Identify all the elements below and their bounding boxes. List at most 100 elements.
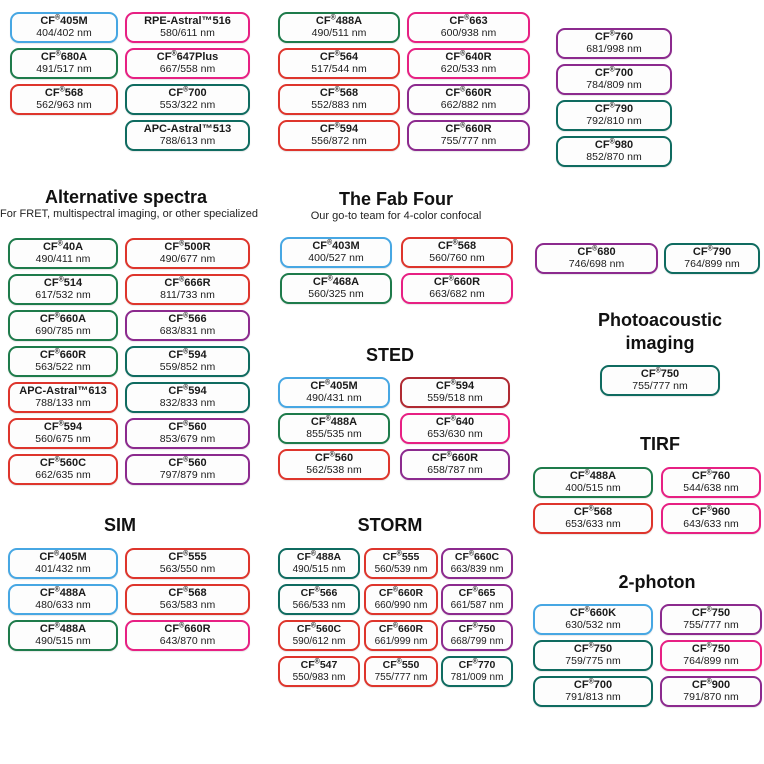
dye-wavelengths: 620/533 nm [440, 62, 497, 75]
dye-name: CF®700 [168, 86, 207, 100]
dye-wavelengths: 855/535 nm [306, 427, 362, 440]
dye-wavelengths: 788/133 nm [35, 396, 91, 409]
dye-name: APC-Astral™513 [143, 123, 232, 136]
dye-wavelengths: 401/432 nm [35, 562, 91, 575]
dye-name: CF®680 [577, 245, 616, 259]
dye-wavelengths: 653/633 nm [565, 517, 621, 530]
dye-wavelengths: 617/532 nm [35, 288, 91, 301]
dye-name: CF®566 [168, 312, 207, 326]
dye-wavelengths: 491/517 nm [36, 62, 92, 75]
dye-name: CF®488A [310, 415, 358, 429]
dye-wavelengths: 600/938 nm [440, 26, 497, 39]
dye-name: CF®594 [435, 379, 475, 393]
dye-wavelengths: 781/009 nm [450, 671, 504, 683]
dye-name: CF®488A [296, 550, 342, 564]
dye-wavelengths: 784/809 nm [586, 78, 642, 91]
dye-name: CF®750 [573, 642, 613, 656]
dye-wavelengths: 853/679 nm [159, 432, 216, 445]
dye-wavelengths: 517/544 nm [311, 62, 367, 75]
dye-name: APC-Astral™613 [19, 385, 107, 398]
dye-wavelengths: 764/899 nm [684, 257, 740, 270]
dye-wavelengths: 580/611 nm [160, 26, 215, 39]
dye-wavelengths: 400/515 nm [565, 481, 621, 494]
dye-name: CF®566 [300, 586, 338, 600]
dye-name: CF®560 [314, 451, 354, 465]
dye-wavelengths: 661/999 nm [374, 635, 428, 647]
dye-wavelengths: 759/775 nm [565, 654, 621, 667]
dye-wavelengths: 563/550 nm [159, 562, 216, 575]
dye-wavelengths: 490/515 nm [292, 563, 346, 575]
dye-wavelengths: 559/518 nm [427, 391, 483, 404]
dye-name: CF®594 [43, 420, 83, 434]
dye-wavelengths: 630/532 nm [565, 618, 621, 631]
dye-name: CF®500R [164, 240, 211, 254]
dye-wavelengths: 746/698 nm [568, 257, 625, 270]
dye-wavelengths: 788/613 nm [159, 134, 216, 147]
dye-wavelengths: 792/810 nm [586, 114, 642, 127]
dye-name: CF®666R [164, 276, 211, 290]
dye-name: CF®547 [300, 658, 338, 672]
dye-wavelengths: 690/785 nm [35, 324, 91, 337]
dye-name: CF®660R [39, 348, 87, 362]
dye-wavelengths: 764/899 nm [683, 654, 739, 667]
dye-wavelengths: 566/533 nm [292, 599, 346, 611]
dye-name: CF®790 [692, 245, 732, 259]
dye-wavelengths: 658/787 nm [427, 463, 483, 476]
dye-name: CF®660R [378, 622, 424, 636]
dye-name: CF®700 [594, 66, 634, 80]
dye-wavelengths: 559/852 nm [159, 360, 216, 373]
section-title-2-photon: 2-photon [618, 572, 696, 592]
dye-name: CF®560 [168, 456, 207, 470]
dye-wavelengths: 755/777 nm [374, 671, 428, 683]
dye-name: CF®770 [458, 658, 496, 672]
dye-name: CF®488A [39, 622, 87, 636]
dye-name: CF®647Plus [156, 50, 219, 64]
dye-wavelengths: 563/522 nm [35, 360, 91, 373]
dye-name: CF®700 [573, 678, 613, 692]
dye-name: CF®468A [312, 275, 360, 289]
dye-wavelengths: 560/325 nm [308, 287, 364, 300]
dye-wavelengths: 755/777 nm [440, 134, 497, 147]
dye-wavelengths: 643/633 nm [683, 517, 739, 530]
dye-name: CF®40A [42, 240, 84, 254]
section-title-fab-four: The Fab Four [339, 189, 453, 209]
dye-name: CF®560 [168, 420, 207, 434]
dye-wavelengths: 490/515 nm [35, 634, 91, 647]
dye-name: CF®750 [458, 622, 496, 636]
